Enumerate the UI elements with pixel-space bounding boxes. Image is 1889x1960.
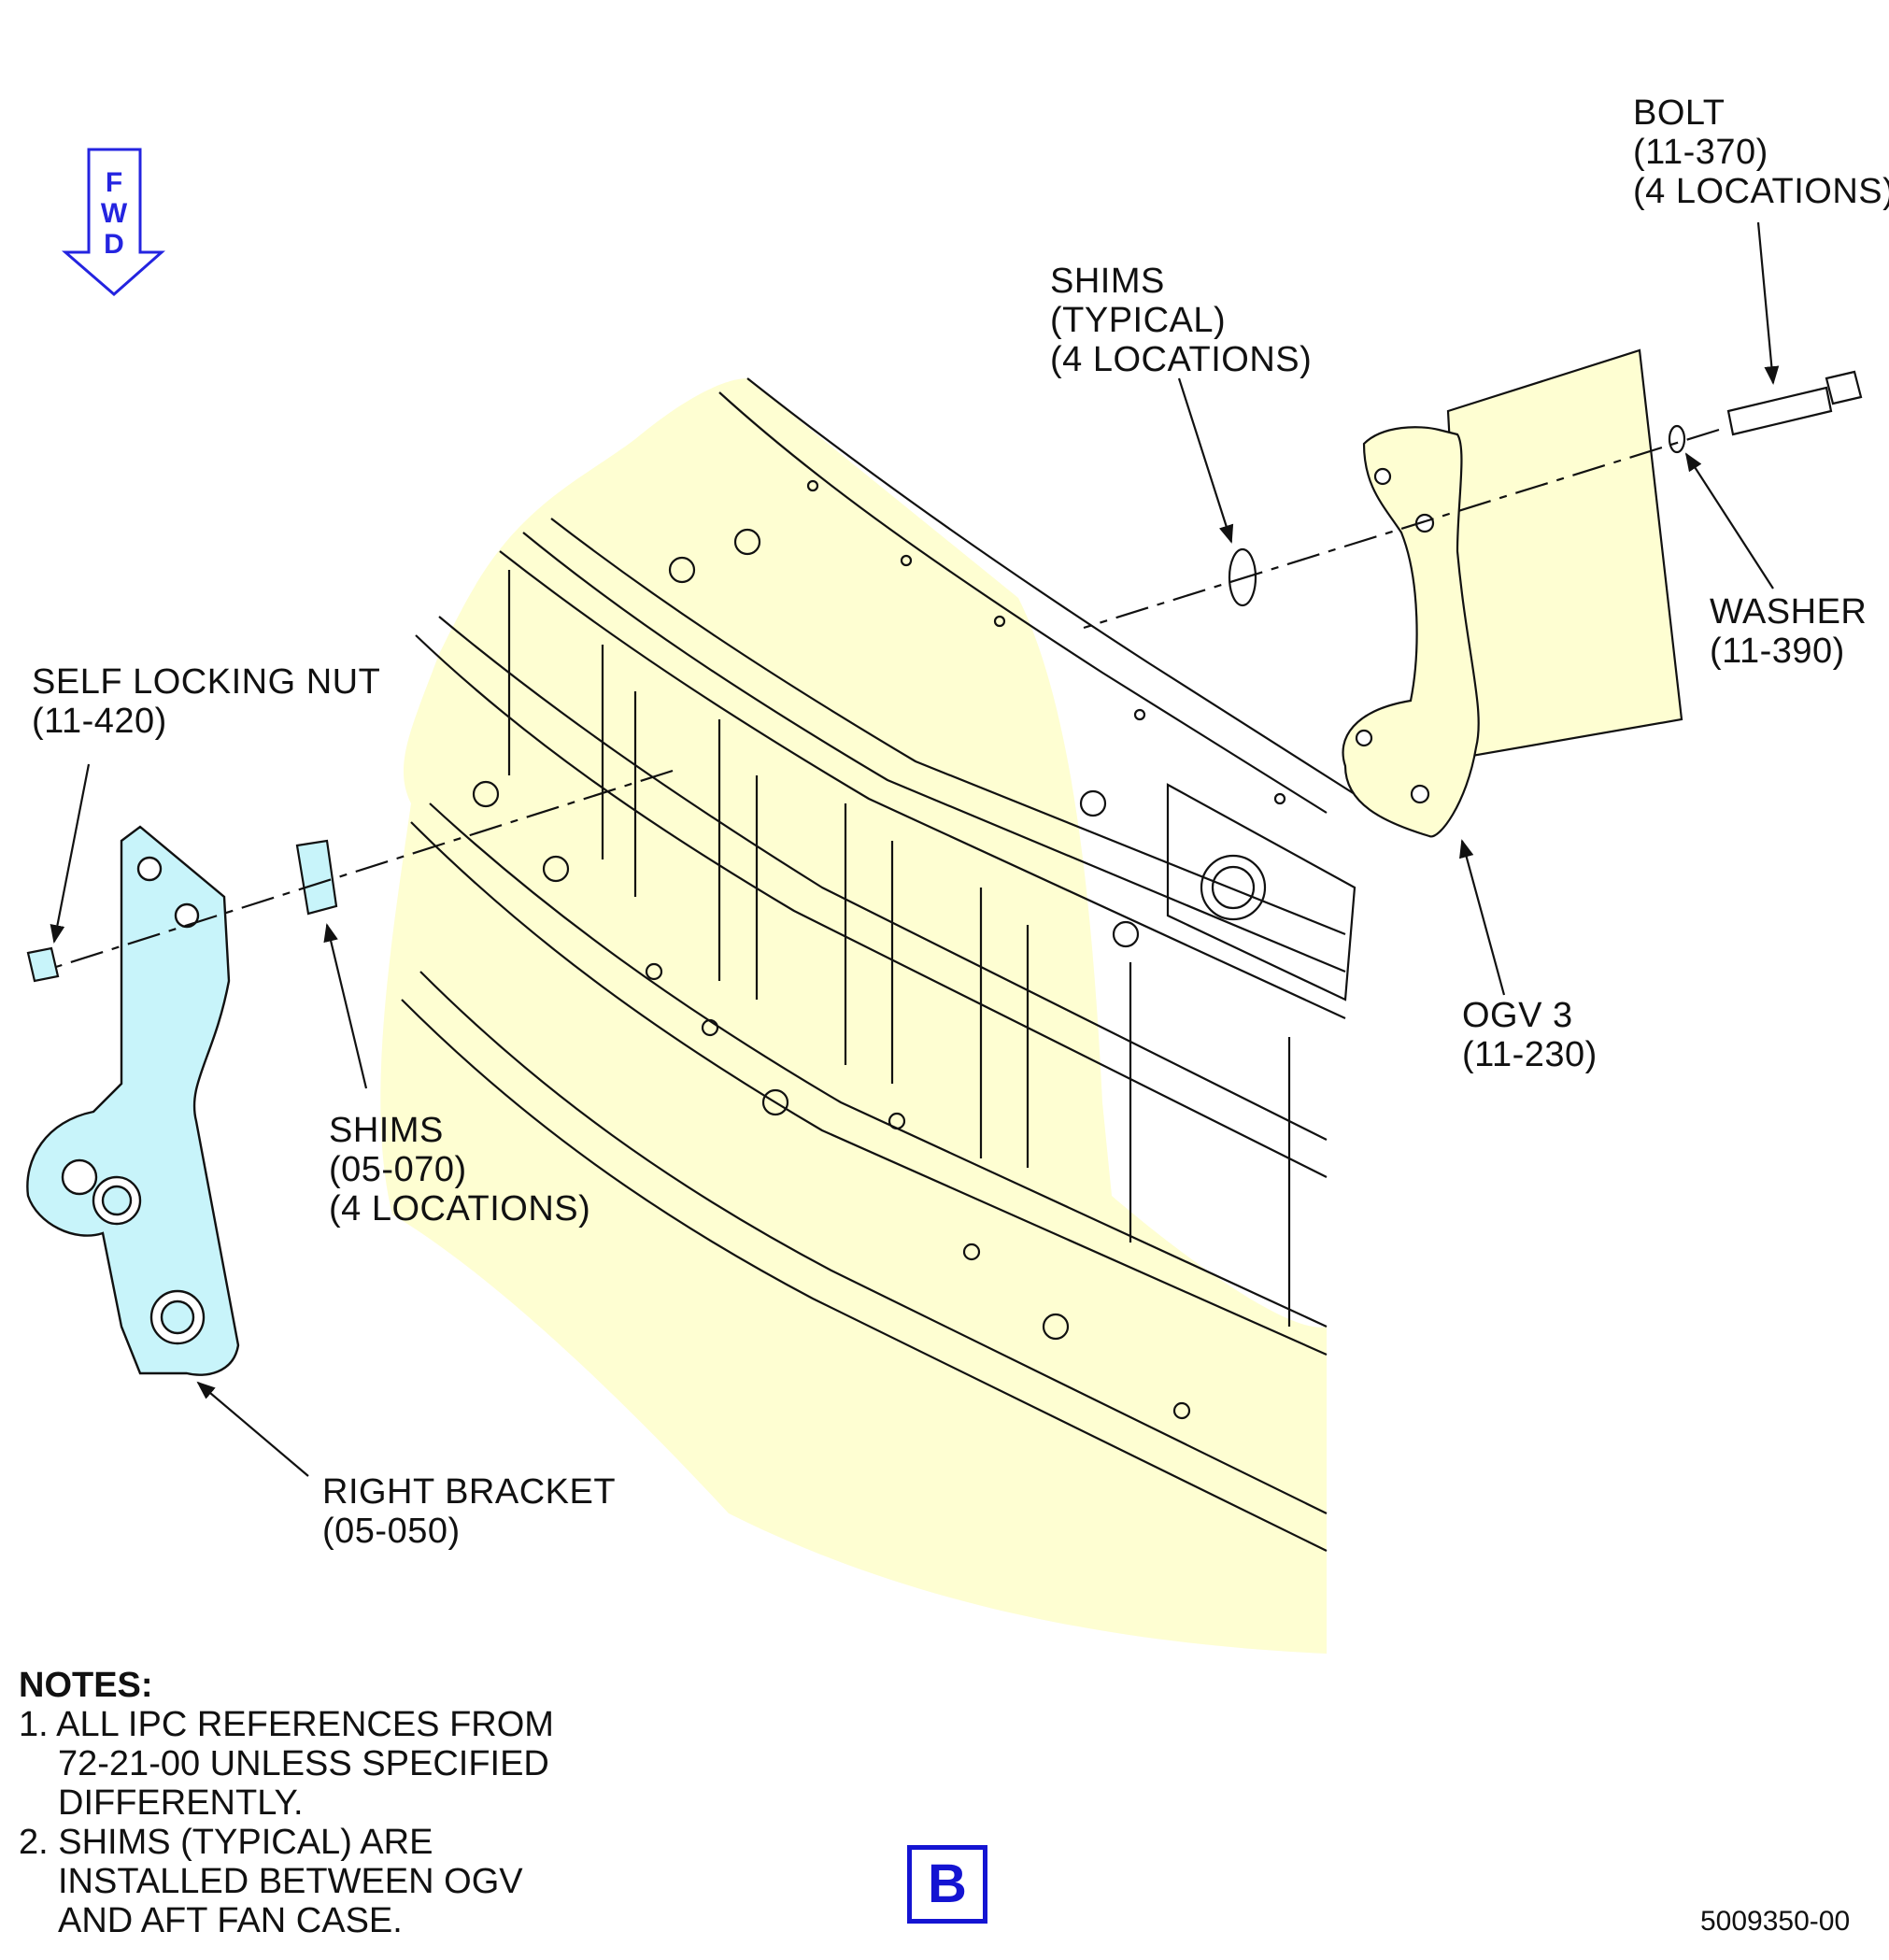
fwd-letter-w: W [101, 198, 128, 229]
fwd-letter-f: F [106, 167, 122, 198]
assembly-centerlines [55, 428, 1720, 969]
callout-shims-typical-line-2: (TYPICAL) [1050, 301, 1227, 340]
right-bracket-part [26, 825, 240, 1376]
callout-washer-line-2: (11-390) [1710, 632, 1845, 671]
callout-shims-bracket-line-3: (4 LOCATIONS) [329, 1189, 591, 1229]
callout-shims-bracket: SHIMS (05-070) (4 LOCATIONS) [329, 1111, 590, 1229]
fwd-arrow-icon: F W D [61, 148, 165, 296]
aft-fan-case-highlight [380, 378, 1328, 1654]
self-locking-nut-part [26, 946, 60, 983]
notes-block: NOTES: 1. ALL IPC REFERENCES FROM 72-21-… [19, 1666, 600, 1940]
view-label-box: B [907, 1845, 987, 1924]
callout-bolt: BOLT (11-370) (4 LOCATIONS) [1633, 93, 1889, 211]
callout-ogv3: OGV 3 (11-230) [1462, 996, 1598, 1074]
notes-title: NOTES: [19, 1666, 153, 1705]
callout-bolt-line-2: (11-370) [1633, 133, 1768, 172]
callout-right-bracket-line-1: RIGHT BRACKET [322, 1472, 617, 1512]
callout-shims-typical-line-3: (4 LOCATIONS) [1050, 340, 1313, 379]
callout-shims-bracket-line-2: (05-070) [329, 1150, 467, 1189]
callout-self-locking-nut-line-2: (11-420) [32, 702, 167, 741]
callout-self-locking-nut: SELF LOCKING NUT (11-420) [32, 662, 380, 741]
callout-shims-typical: SHIMS (TYPICAL) (4 LOCATIONS) [1050, 262, 1312, 379]
callout-right-bracket: RIGHT BRACKET (05-050) [322, 1472, 616, 1551]
fwd-letter-d: D [104, 229, 124, 260]
callout-ogv3-line-1: OGV 3 [1462, 996, 1573, 1035]
callout-shims-bracket-line-1: SHIMS [329, 1111, 444, 1150]
note-item-2: 2. SHIMS (TYPICAL) ARE INSTALLED BETWEEN… [19, 1823, 523, 1940]
callout-ogv3-line-2: (11-230) [1462, 1035, 1598, 1074]
callout-bolt-line-1: BOLT [1633, 93, 1726, 133]
callout-shims-typical-line-1: SHIMS [1050, 262, 1165, 301]
callout-bolt-line-3: (4 LOCATIONS) [1633, 172, 1889, 211]
note-item-1: 1. ALL IPC REFERENCES FROM 72-21-00 UNLE… [19, 1705, 554, 1823]
washer-part [1668, 424, 1686, 454]
figure-number: 5009350-00 [1700, 1906, 1851, 1937]
callout-self-locking-nut-line-1: SELF LOCKING NUT [32, 662, 381, 702]
shim-bracket-part [295, 839, 338, 916]
callout-washer-line-1: WASHER [1710, 592, 1868, 632]
ogv-3-part [1342, 348, 1683, 838]
callout-washer: WASHER (11-390) [1710, 592, 1867, 671]
callout-leader-lines [50, 221, 1780, 1477]
callout-right-bracket-line-2: (05-050) [322, 1512, 461, 1551]
aft-fan-case [401, 377, 1356, 1552]
bolt-part [1726, 370, 1863, 436]
